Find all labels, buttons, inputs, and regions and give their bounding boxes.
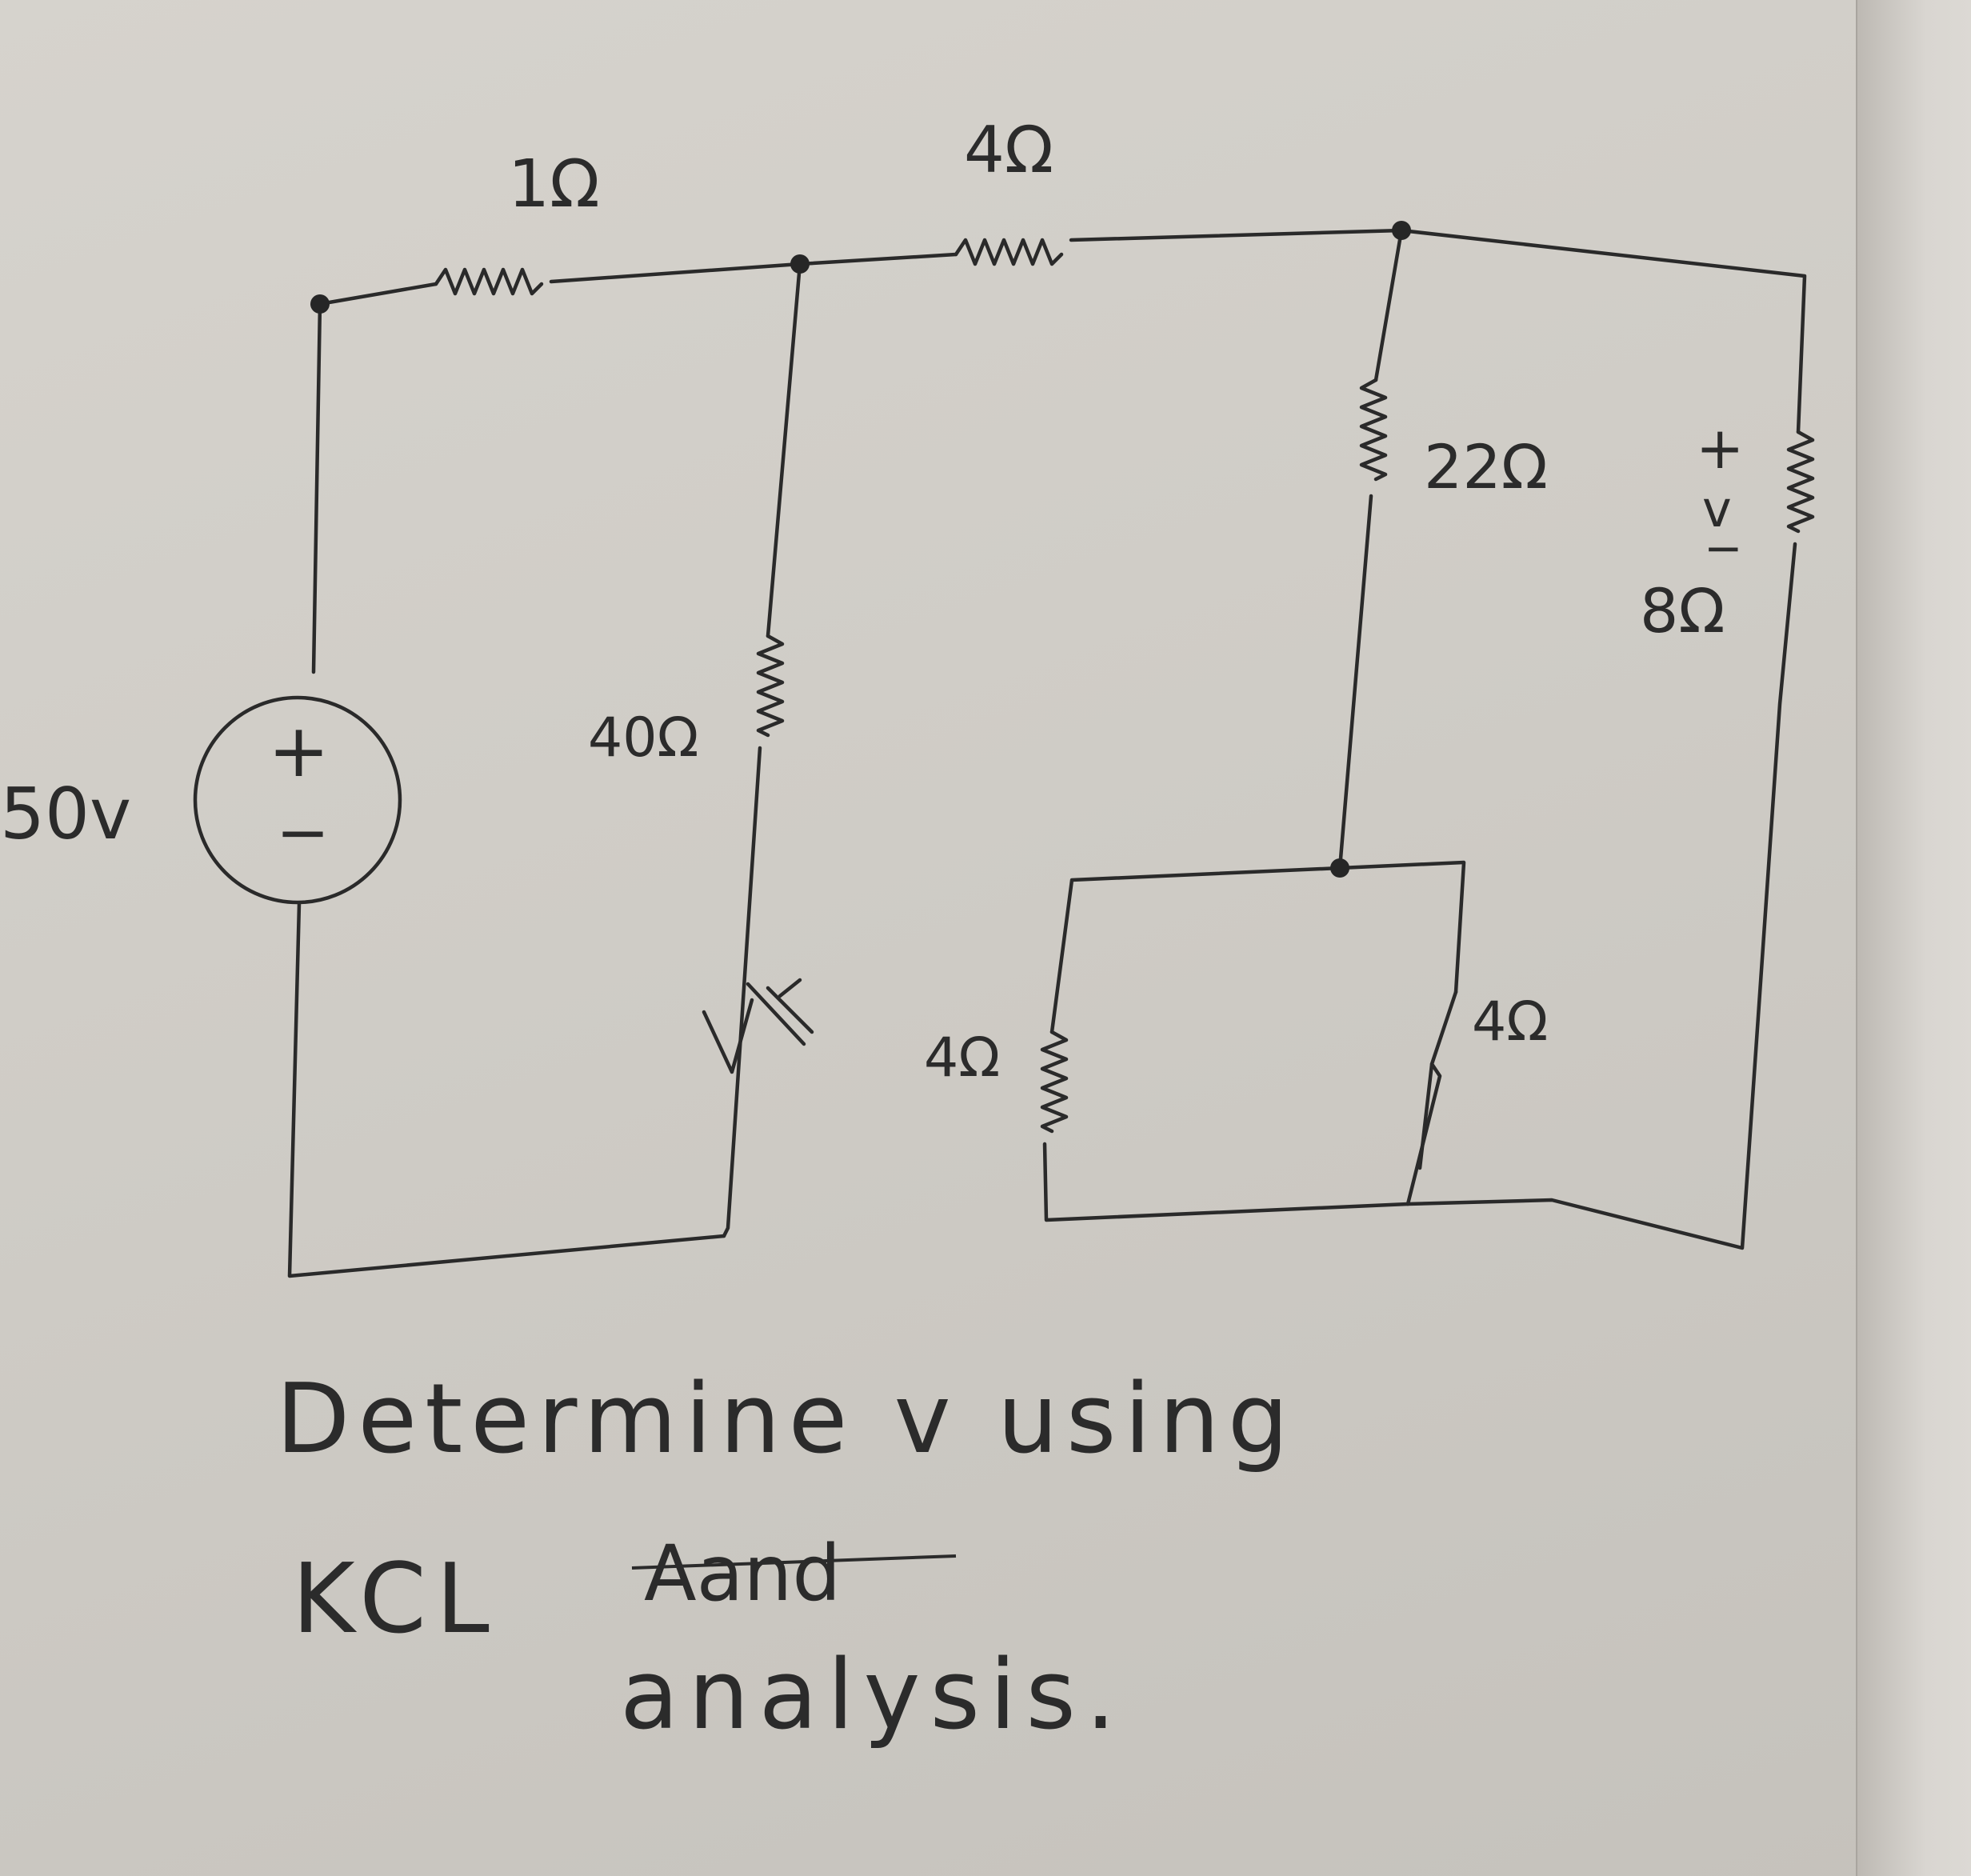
wire-left-top	[311, 302, 322, 674]
strikethrough-line	[631, 1554, 957, 1570]
node-top-middle	[790, 254, 810, 274]
wire-left-bottom	[287, 902, 726, 1278]
question-kcl: KCL	[292, 1544, 499, 1655]
label-4ohm-bottom-right: 4Ω	[1472, 990, 1548, 1054]
label-1ohm: 1Ω	[508, 146, 600, 222]
source-plus: +	[268, 708, 330, 794]
label-8ohm: 8Ω	[1640, 575, 1725, 646]
wire-right-vertical-top	[1373, 228, 1404, 382]
output-v-label: v	[1702, 480, 1732, 538]
resistor-8ohm	[1786, 430, 1815, 534]
resistor-40ohm	[756, 634, 785, 738]
resistor-4ohm-top	[954, 238, 1064, 266]
voltage-source	[193, 695, 402, 905]
label-22ohm: 22Ω	[1424, 431, 1548, 502]
label-4ohm-bottom-left: 4Ω	[924, 1026, 1000, 1090]
output-plus: +	[1696, 414, 1744, 482]
wire-lower-right-extra	[1417, 1062, 1434, 1170]
wire-right-down	[1405, 542, 1797, 1250]
adjacent-sheet-edge	[1856, 0, 1971, 1876]
wire-lower-left-down	[1042, 1142, 1410, 1222]
source-label: 50v	[0, 773, 131, 855]
source-minus: −	[276, 795, 330, 870]
label-40ohm: 40Ω	[588, 706, 699, 770]
question-struck-word: Aand	[644, 1529, 841, 1618]
node-top-left	[310, 294, 330, 314]
label-4ohm-top: 4Ω	[964, 113, 1053, 187]
resistor-22ohm	[1359, 378, 1388, 482]
wire-top-right	[1399, 228, 1807, 434]
wire-top-left-2	[549, 262, 802, 284]
resistor-1ohm	[434, 267, 544, 296]
resistor-4ohm-bottom-left	[1040, 1030, 1069, 1134]
wire-top-mid	[798, 252, 958, 266]
scribble-mark	[702, 978, 814, 1074]
question-line-3: analysis.	[620, 1640, 1125, 1751]
resistor-4ohm-bottom-right	[1405, 990, 1458, 1206]
output-minus: −	[1704, 521, 1743, 575]
wire-mid-vertical-top	[766, 262, 802, 638]
node-top-right	[1392, 221, 1411, 240]
wire-top-left	[318, 282, 438, 306]
node-lower-box	[1330, 858, 1349, 878]
wire-mid-vertical-bottom	[722, 746, 762, 1238]
wire-right-vertical-bottom	[1337, 494, 1373, 870]
wire-lower-box-top	[1049, 860, 1466, 1034]
question-line-1: Determine v using	[276, 1364, 1297, 1475]
wire-top-mid-2	[1069, 228, 1404, 242]
